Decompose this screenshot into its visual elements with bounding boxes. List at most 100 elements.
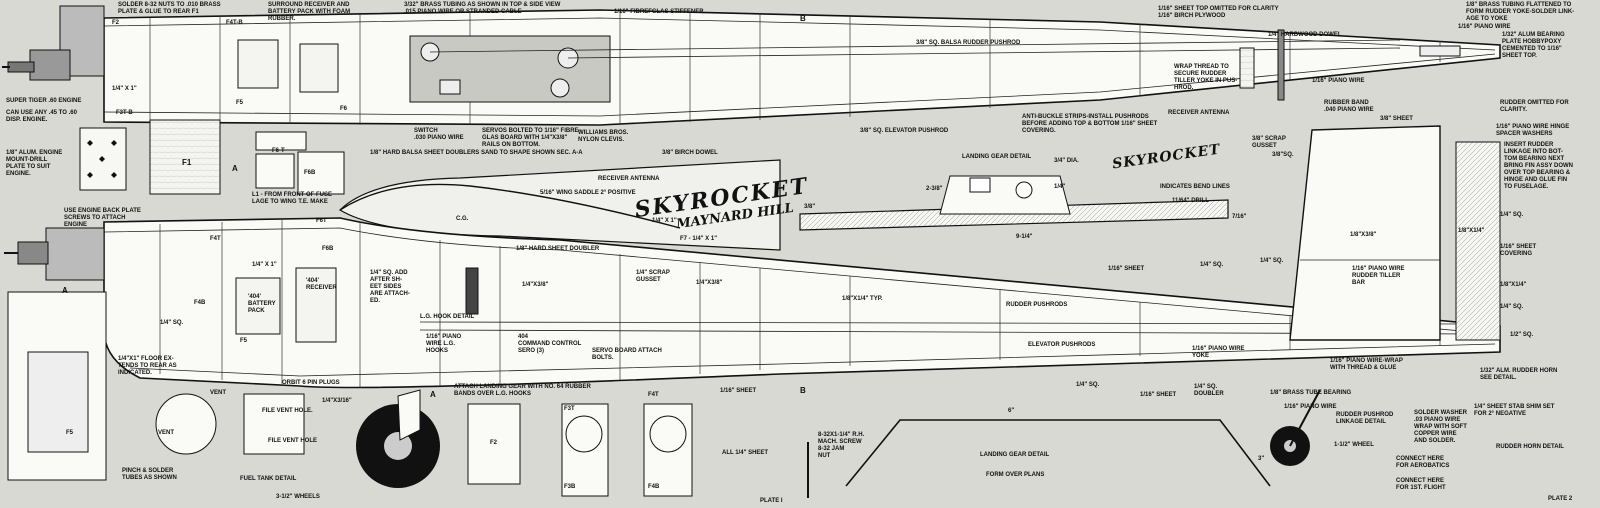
label-quarter-sq-front: 1/4" sq. — [160, 320, 184, 326]
label-f3t: F3T — [564, 406, 575, 412]
label-quarter-x38: 1/4"x3/8" — [522, 282, 549, 288]
label-quarter-sq-c: 1/4" sq. — [1500, 212, 1524, 218]
label-three-quarter-dia: 3/4" dia. — [1054, 158, 1079, 164]
label-brass-tube-bearing: 1/8" brass tube bearing — [1270, 390, 1352, 396]
label-f6-top: F6 — [340, 106, 348, 112]
label-fuel-tank: Fuel tank detail — [240, 476, 297, 482]
label-receiver-404: '404' receiver — [306, 278, 337, 291]
label-rudder-pushrods: Rudder pushrods — [1006, 302, 1068, 308]
label-mach-screw: 8-32x1-1/4" R.H. mach. screw 8-32 jam nu… — [818, 432, 865, 459]
label-f2-top: F2 — [112, 20, 120, 26]
label-piano-wire-lower: 1/16" piano wire — [1284, 404, 1337, 410]
label-file-vent: File vent hole. — [262, 408, 313, 414]
label-wheel: 1-1/2" wheel — [1334, 442, 1374, 448]
label-vent: Vent — [210, 390, 227, 396]
label-super-tiger: Super Tiger .60 engine — [6, 98, 82, 104]
label-hard-balsa: 1/8" hard balsa sheet doublers sand to s… — [370, 150, 583, 156]
label-battery-pack: '404' battery pack — [248, 294, 276, 314]
label-wheels: 3-1/2" wheels — [276, 494, 320, 500]
label-eighth-x-quarter-b: 1/8"x1/4" — [1500, 282, 1527, 288]
label-f5-top: F5 — [236, 100, 244, 106]
label-orbit-plugs: Orbit 6 pin plugs — [282, 380, 340, 386]
label-servos-bolted: Servos bolted to 1/16" fibre- glas board… — [482, 128, 581, 148]
label-piano-wire-yoke: 1/16" piano wire yoke — [1192, 346, 1245, 359]
label-f5-side: F5 — [66, 430, 74, 436]
label-balsa-pushrod: 3/8" sq. balsa rudder pushrod — [916, 40, 1021, 46]
label-f3b: F3B — [564, 484, 576, 490]
label-l1-front: L1 - from front of fuse- lage to wing T.… — [252, 192, 334, 205]
label-piano-wire-top: 1/16" piano wire — [1458, 24, 1511, 30]
label-f6b-b: F6B — [322, 246, 334, 252]
label-fiberglas: 1/16" fibrefglas stiffener — [614, 9, 704, 15]
label-tiller-bar: 1/16" piano wire rudder tiller bar — [1352, 266, 1405, 286]
label-anti-buckle: Anti-buckle strips-install pushrods befo… — [1022, 114, 1158, 134]
label-f4b: F4B — [194, 300, 206, 306]
label-quarter-x38-b: 1/4"x3/8" — [696, 280, 723, 286]
label-landing-gear-detail: Landing gear detail — [962, 154, 1032, 160]
label-f6t: F6-T — [272, 148, 285, 154]
label-sheet-covering: 1/16" sheet covering — [1500, 244, 1537, 257]
label-attach-lg: Attach landing gear with No. 64 rubber b… — [454, 384, 591, 397]
label-all-sheet: All 1/4" sheet — [722, 450, 769, 456]
label-hard-sheet-doubler: 1/8" hard sheet doubler — [516, 246, 600, 252]
label-two-three-eighths: 2-3/8" — [926, 186, 943, 192]
label-receiver-antenna-top: Receiver antenna — [1168, 110, 1230, 116]
label-scrap-gusset-lower: 1/4" scrap gusset — [636, 270, 670, 283]
vertical-fin — [1289, 125, 1501, 341]
label-scrap-gusset: 3/8" scrap gusset — [1252, 136, 1286, 149]
label-quarter-x1-wing: 1/4" x 1" — [652, 218, 677, 224]
label-form-over: Form over plans — [986, 472, 1045, 478]
label-quarter-sq-doubler: 1/4" sq. doubler — [1194, 384, 1224, 397]
label-file-vent-b: File vent hole — [268, 438, 318, 444]
label-piano-lg: 1/16" piano wire L.G. hooks — [426, 334, 462, 354]
label-rudder-horn: Rudder horn detail — [1496, 444, 1564, 450]
label-sixteenth-sheet-b: 1/16" sheet — [720, 388, 757, 394]
label-quarter: 1/4" — [1054, 184, 1066, 190]
bottom-parts — [7, 291, 1321, 498]
label-hardwood-dowel: 1/4" hardwood dowel — [1268, 32, 1342, 38]
label-can-use: Can use any .45 to .60 disp. engine. — [6, 110, 77, 123]
label-seven-sixteenths: 7/16" — [1232, 214, 1247, 220]
label-vent-b: Vent — [158, 430, 175, 436]
label-receiver-antenna: Receiver antenna — [598, 176, 660, 182]
label-quarter-sq-add: 1/4" sq. add after sh- eet sides are att… — [370, 270, 410, 304]
label-one-eighth-x-quarter: 1/8"x1/4" typ. — [842, 296, 883, 302]
label-wing-saddle: 5/16" wing saddle 2° positive — [540, 190, 636, 196]
label-sheet-top: 1/16" sheet top omitted for clarity 1/16… — [1158, 6, 1279, 19]
label-eighth-x-quarter: 1/8"x1/4" — [1458, 228, 1485, 234]
label-eighth-x38: 1/8"x3/8" — [1350, 232, 1377, 238]
section-mark-b: B — [800, 14, 806, 23]
label-plate-1: Plate I — [760, 498, 783, 504]
label-quarter-sq-a: 1/4" sq. — [1200, 262, 1224, 268]
label-piano-hinge: 1/16" piano wire hinge spacer washers — [1496, 124, 1570, 137]
label-three-eighths-sq: 3/8"sq. — [1272, 152, 1294, 158]
label-f4-top: F4T-B — [226, 20, 243, 26]
label-f4t-side: F4T — [210, 236, 221, 242]
label-alum-bearing: 1/32" alum bearing plate hobbypoxy cemen… — [1502, 32, 1565, 59]
label-quarter-sq-d: 1/4" sq. — [1500, 304, 1524, 310]
label-f4t: F4T — [648, 392, 659, 398]
top-view-fuselage — [103, 9, 1501, 126]
label-f5-lower: F5 — [240, 338, 248, 344]
label-surround-receiver: Surround receiver and battery pack with … — [268, 2, 351, 22]
label-solder-washer: Solder washer .03 piano wire wrap with s… — [1414, 410, 1468, 444]
label-quarter-sq-b: 1/4" sq. — [1260, 258, 1284, 264]
label-rudder-omitted: Rudder omitted for clarity. — [1500, 100, 1569, 113]
label-alm-horn: 1/32" alm. rudder horn see detail. — [1480, 368, 1558, 381]
label-cg: C.G. — [456, 216, 469, 222]
label-f6b: F6B — [304, 170, 316, 176]
label-elevator-pushrod: 3/8" sq. elevator pushrod — [860, 128, 949, 134]
label-brass-tubing: 3/32" brass tubing as shown in top & sid… — [404, 2, 561, 15]
label-f2: F2 — [490, 440, 498, 446]
label-piano-wrap: 1/16" piano wire-wrap with thread & glue — [1330, 358, 1403, 371]
label-three-eighths: 3/8" — [804, 204, 816, 210]
label-insert-rudder: Insert rudder linkage into bot- tom bear… — [1504, 142, 1574, 190]
label-f4b-b: F4B — [648, 484, 660, 490]
label-lg-hook: L.G. hook detail — [420, 314, 475, 320]
label-f3-top: F3T-B — [116, 110, 133, 116]
label-piano-wire-mid: 1/16" piano wire — [1312, 78, 1365, 84]
label-x3-16: 1/4"x3/16" — [322, 398, 352, 404]
label-sixteenth-sheet-c: 1/16" sheet — [1140, 392, 1177, 398]
